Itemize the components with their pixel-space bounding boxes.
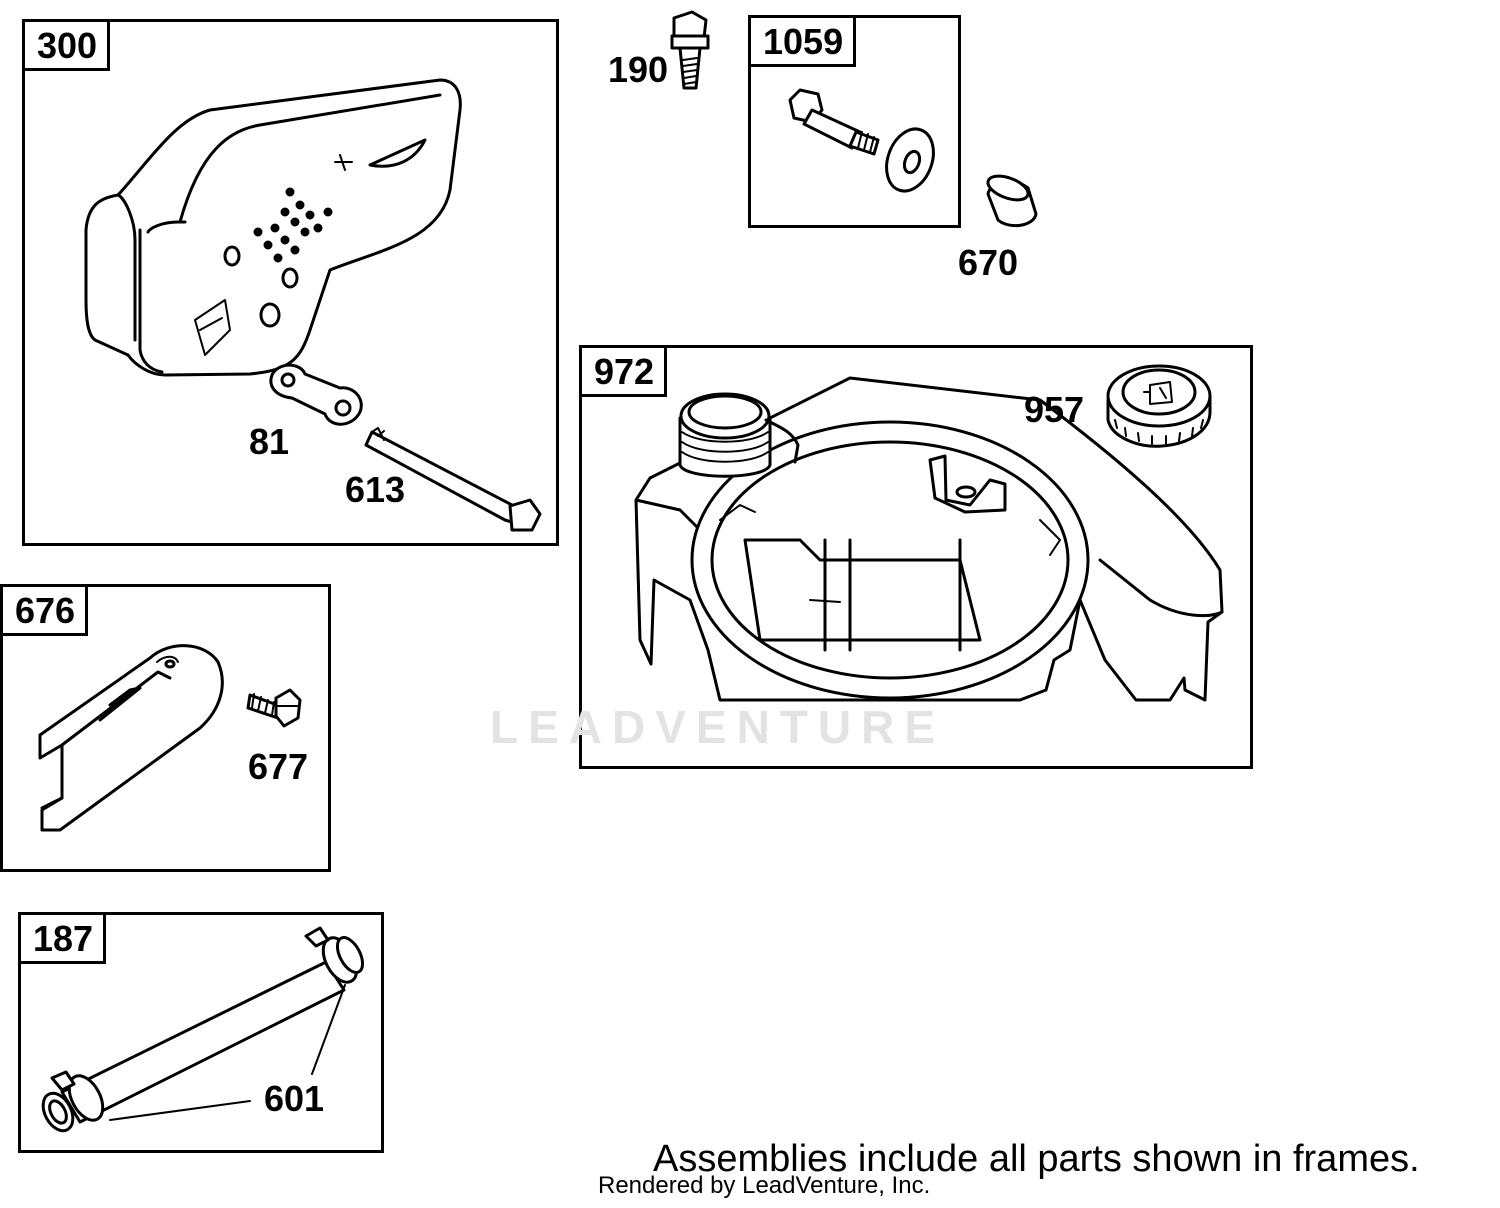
watermark: LEADVENTURE — [490, 701, 946, 753]
callout-957: 957 — [1024, 389, 1085, 430]
frame-label-187: 187 — [18, 912, 107, 964]
washer-icon — [885, 127, 935, 193]
fuel-cap-icon — [1106, 364, 1212, 448]
frame-label-1059: 1059 — [748, 15, 857, 67]
shoulder-bolt-icon — [788, 88, 880, 156]
screw-icon — [246, 688, 302, 728]
bolt-icon — [670, 10, 710, 90]
frame-1059: 1059 — [748, 15, 961, 228]
frame-label-676: 676 — [0, 584, 89, 636]
callout-601: 601 — [264, 1078, 325, 1119]
callout-613: 613 — [345, 469, 406, 510]
leader-601-a — [311, 984, 346, 1075]
callout-670: 670 — [958, 242, 1019, 283]
callout-81: 81 — [249, 421, 290, 462]
assemblies-note: Assemblies include all parts shown in fr… — [653, 1138, 1420, 1180]
frame-label-972: 972 — [579, 345, 668, 397]
leader-601-b — [109, 1100, 251, 1121]
stud-613-icon — [364, 427, 542, 532]
callout-677: 677 — [248, 746, 309, 787]
heat-shield-icon — [38, 644, 224, 832]
frame-label-300: 300 — [22, 19, 111, 71]
spacer-icon — [986, 174, 1038, 228]
bracket-81-icon — [269, 363, 363, 426]
rendered-by-credit: Rendered by LeadVenture, Inc. — [598, 1172, 931, 1199]
callout-190: 190 — [608, 49, 669, 90]
fuel-tank-icon — [634, 376, 1224, 702]
clamp-icon — [50, 926, 365, 1122]
muffler-icon — [84, 78, 462, 377]
